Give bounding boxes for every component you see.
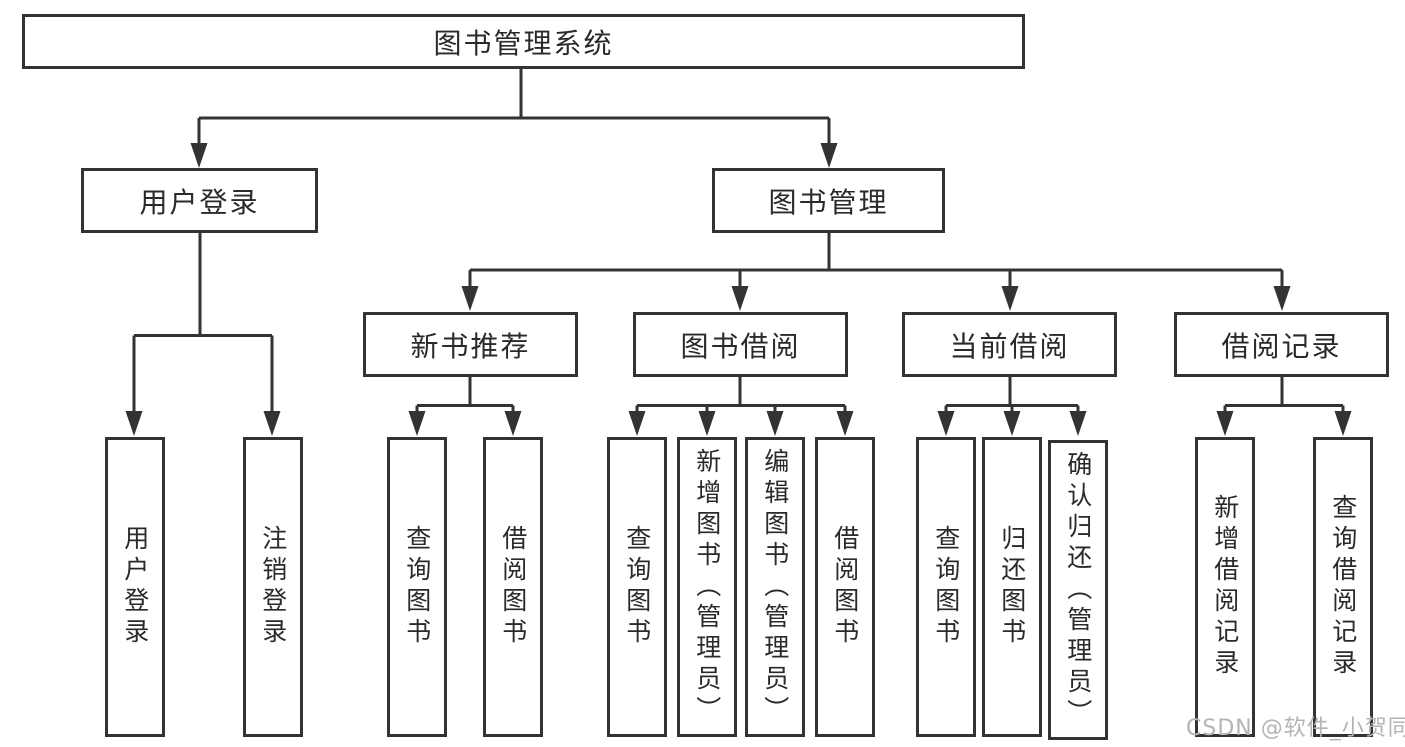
- connector-user-login-branch: [125, 233, 281, 436]
- leaf-user-login: 用户登录: [105, 437, 165, 737]
- leaf-add-borrow-record-label: 新增借阅记录: [1210, 494, 1240, 680]
- leaf-confirm-return-admin: 确认归还（管理员）: [1048, 440, 1108, 740]
- connector-borrow-records-branch: [1216, 377, 1352, 436]
- leaf-logout: 注销登录: [243, 437, 303, 737]
- leaf-query-books-2-label: 查询图书: [622, 525, 652, 649]
- connector-root-to-level2: [190, 68, 838, 168]
- node-book-borrow: 图书借阅: [633, 312, 848, 377]
- connector-new-book-branch: [408, 377, 522, 436]
- node-borrow-records-label: 借阅记录: [1221, 329, 1342, 363]
- leaf-user-login-label: 用户登录: [120, 525, 150, 649]
- node-book-management: 图书管理: [712, 168, 945, 233]
- node-current-borrow: 当前借阅: [902, 312, 1117, 377]
- leaf-confirm-return-admin-label: 确认归还（管理员）: [1063, 450, 1093, 730]
- node-user-login: 用户登录: [81, 168, 318, 233]
- node-user-login-label: 用户登录: [139, 185, 260, 219]
- leaf-add-borrow-record: 新增借阅记录: [1195, 437, 1255, 737]
- node-book-management-label: 图书管理: [768, 185, 889, 219]
- node-root: 图书管理系统: [22, 14, 1025, 69]
- watermark: CSDN @软件_小贺同学: [1186, 716, 1405, 741]
- leaf-edit-book-admin: 编辑图书（管理员）: [745, 437, 805, 737]
- leaf-query-borrow-record-label: 查询借阅记录: [1328, 494, 1358, 680]
- node-root-label: 图书管理系统: [433, 26, 614, 60]
- leaf-edit-book-admin-label: 编辑图书（管理员）: [760, 447, 790, 727]
- connector-book-management-branch: [461, 233, 1291, 311]
- leaf-borrow-books-2: 借阅图书: [815, 437, 875, 737]
- leaf-return-books: 归还图书: [982, 437, 1042, 737]
- node-borrow-records: 借阅记录: [1174, 312, 1389, 377]
- leaf-add-book-admin-label: 新增图书（管理员）: [692, 447, 722, 727]
- connector-current-borrow-branch: [937, 377, 1087, 436]
- leaf-query-books-2: 查询图书: [607, 437, 667, 737]
- leaf-query-books-1: 查询图书: [387, 437, 447, 737]
- leaf-query-books-1-label: 查询图书: [402, 525, 432, 649]
- node-current-borrow-label: 当前借阅: [949, 329, 1070, 363]
- leaf-logout-label: 注销登录: [258, 525, 288, 649]
- leaf-borrow-books-1: 借阅图书: [483, 437, 543, 737]
- leaf-add-book-admin: 新增图书（管理员）: [677, 437, 737, 737]
- node-book-borrow-label: 图书借阅: [680, 329, 801, 363]
- leaf-return-books-label: 归还图书: [997, 525, 1027, 649]
- leaf-query-books-3: 查询图书: [916, 437, 976, 737]
- leaf-borrow-books-2-label: 借阅图书: [830, 525, 860, 649]
- node-new-book-recommend: 新书推荐: [363, 312, 578, 377]
- leaf-query-books-3-label: 查询图书: [931, 525, 961, 649]
- leaf-query-borrow-record: 查询借阅记录: [1313, 437, 1373, 737]
- connector-book-borrow-branch: [628, 377, 854, 436]
- leaf-borrow-books-1-label: 借阅图书: [498, 525, 528, 649]
- node-new-book-recommend-label: 新书推荐: [410, 329, 531, 363]
